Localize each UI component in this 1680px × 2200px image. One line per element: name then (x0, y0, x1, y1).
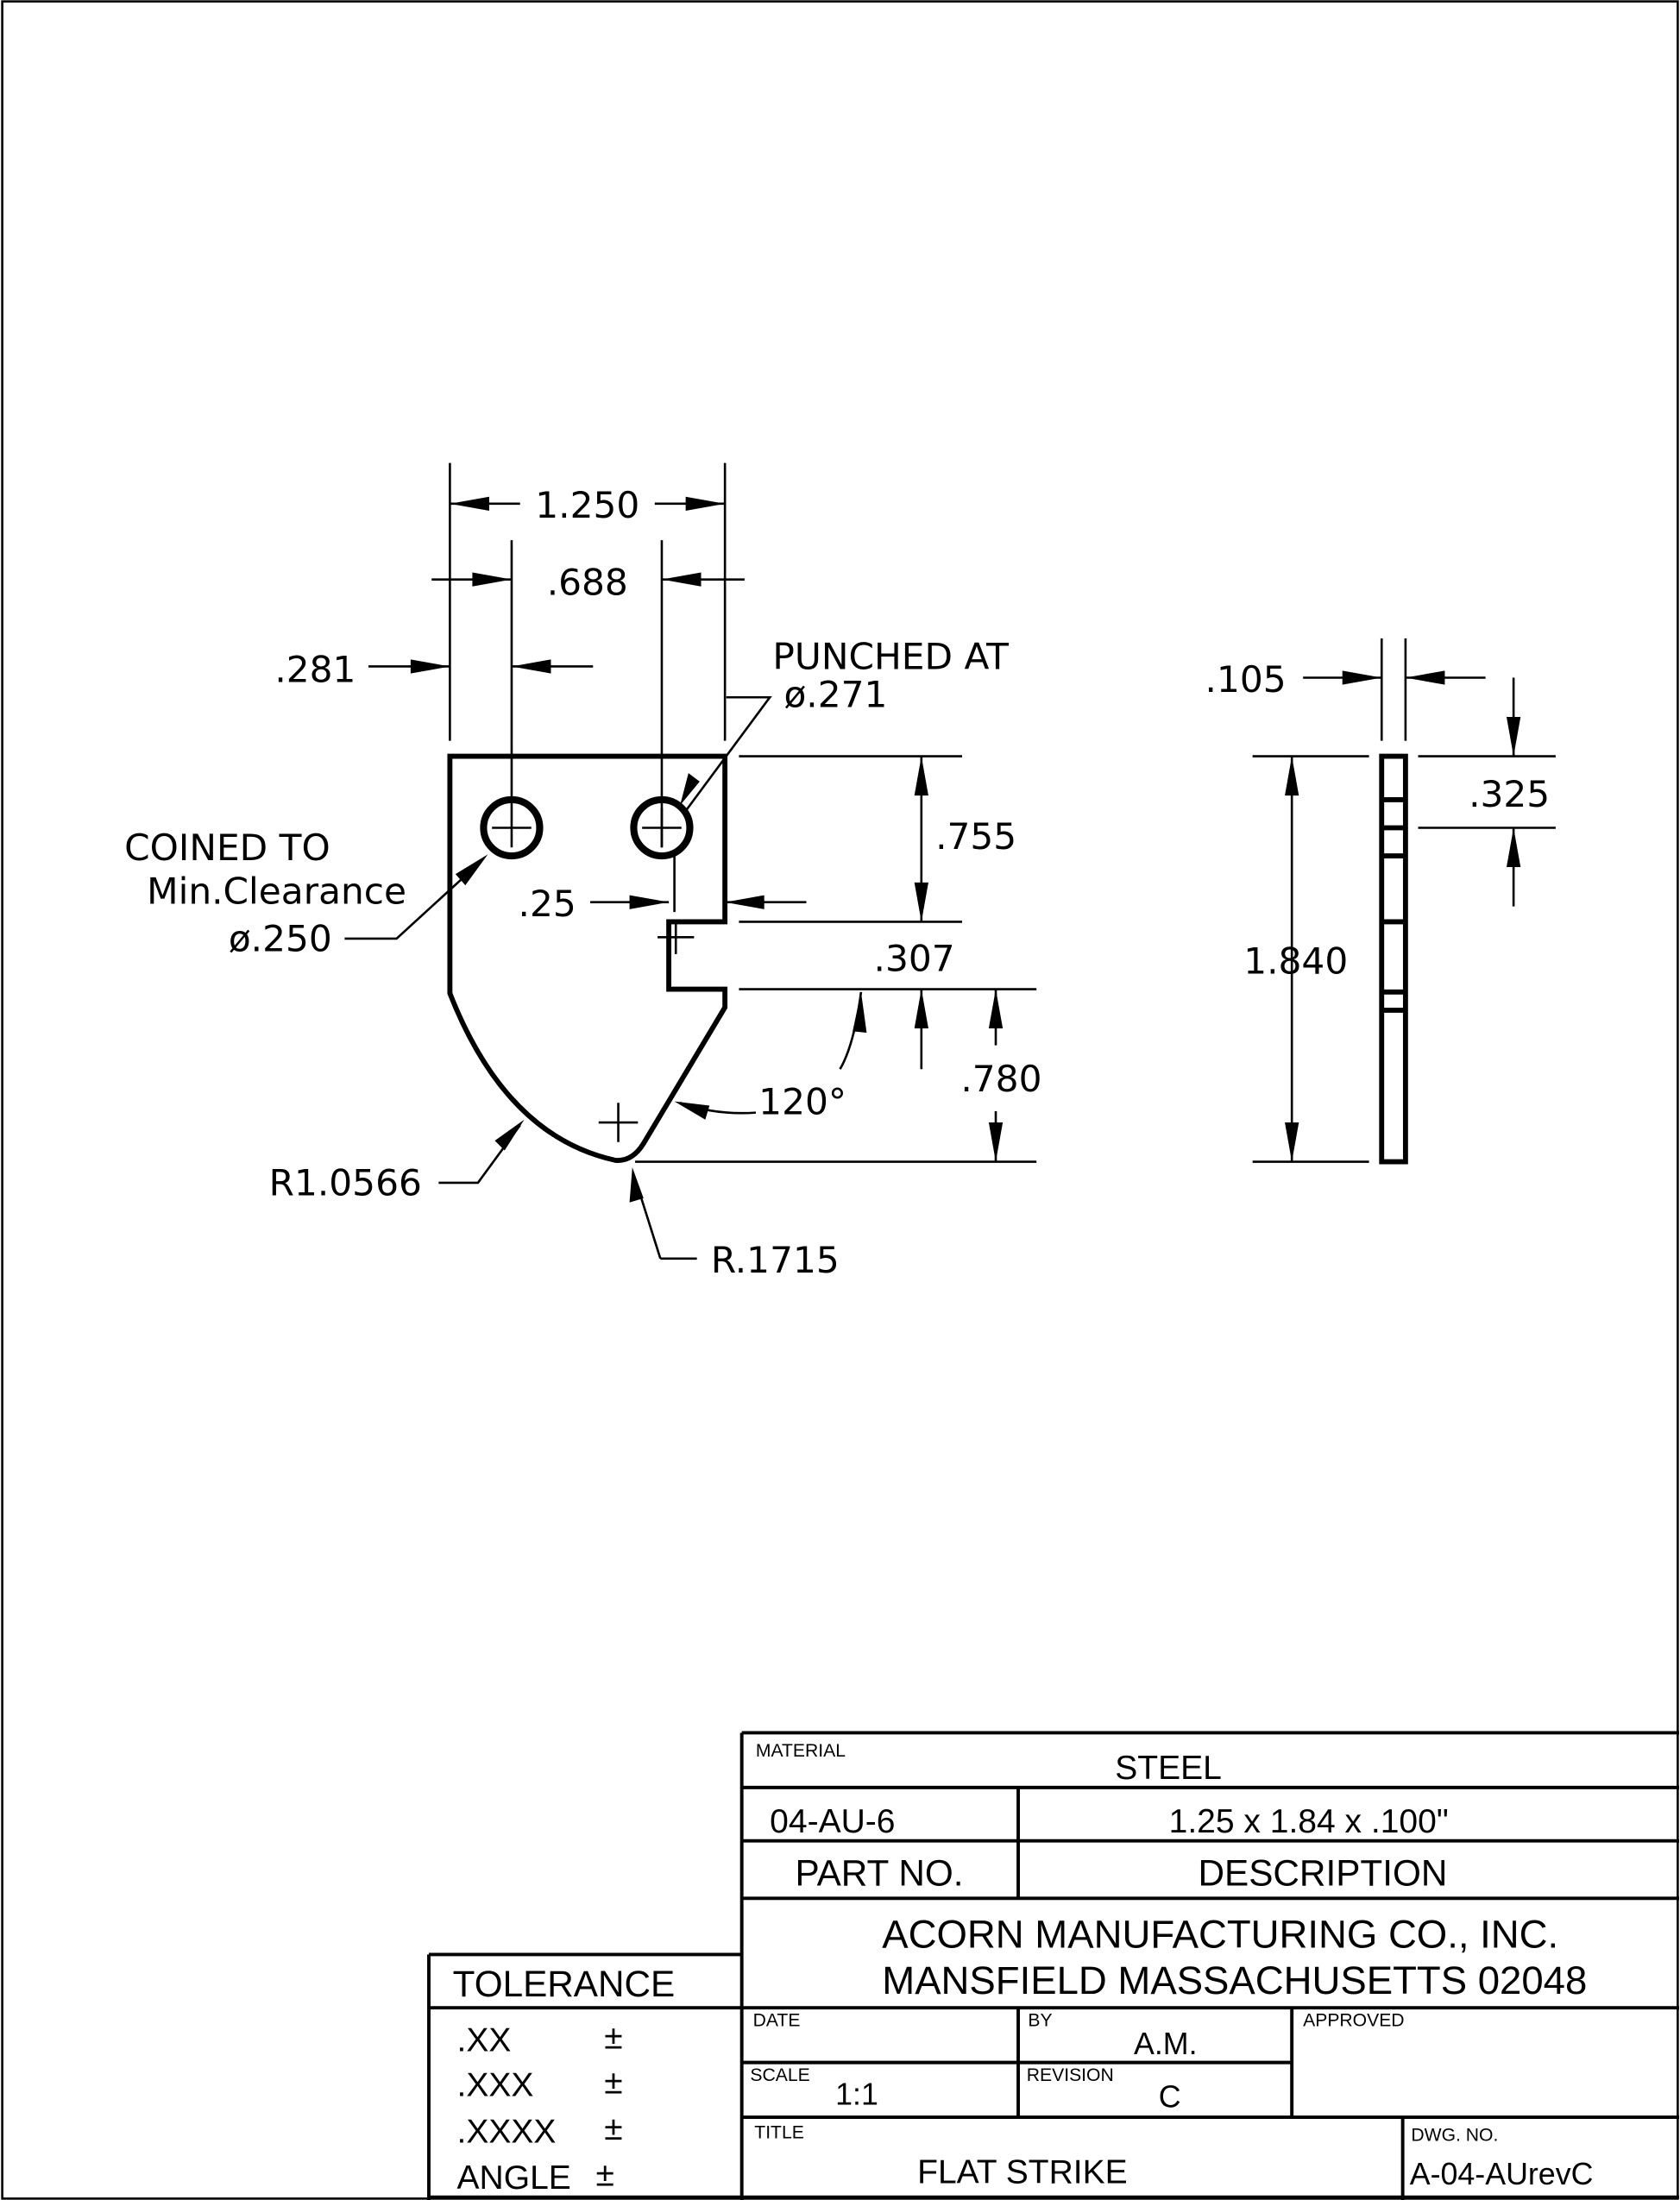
punched-dia: ø.271 (783, 674, 887, 716)
dim-bottom-height: .780 (960, 1058, 1041, 1100)
side-view: .105 .325 1.840 (1205, 638, 1556, 1165)
tolerance-label: .XXX (457, 2067, 534, 2104)
dim-hole-offset: .281 (274, 648, 356, 690)
extension-lines (449, 462, 1037, 1163)
dim-notch-offset: .25 (519, 883, 576, 925)
tolerance-sign: ± (604, 2064, 622, 2101)
dim-large-radius: R1.0566 (269, 1162, 422, 1204)
material-label: MATERIAL (756, 1741, 846, 1761)
tolerance-sign: ± (604, 2110, 622, 2147)
dim-side-spacing: .325 (1469, 773, 1550, 815)
coined-label-1: COINED TO (124, 827, 330, 869)
approved-label: APPROVED (1303, 2010, 1404, 2030)
part-no-value: 04-AU-6 (770, 1803, 895, 1840)
side-arrowheads (1285, 670, 1521, 1162)
title-value: FLAT STRIKE (917, 2153, 1128, 2191)
date-label: DATE (753, 2010, 801, 2030)
tolerance-label: .XX (457, 2022, 512, 2059)
revision-value: C (1159, 2080, 1181, 2115)
dwg-no-value: A-04-AUrevC (1410, 2157, 1594, 2191)
title-label: TITLE (754, 2122, 804, 2142)
dim-small-radius: R.1715 (711, 1239, 840, 1281)
title-block-grid (427, 1731, 1680, 2200)
dim-thickness: .105 (1205, 658, 1287, 701)
description-value: 1.25 x 1.84 x .100" (1169, 1803, 1449, 1840)
by-label: BY (1028, 2010, 1052, 2030)
front-view: 1.250 .688 .281 PUNCHED AT ø.271 COINED … (124, 462, 1041, 1281)
dim-overall-width: 1.250 (535, 484, 639, 526)
scale-value: 1:1 (835, 2077, 878, 2111)
coined-dia: ø.250 (229, 918, 332, 960)
dwg-no-label: DWG. NO. (1411, 2126, 1498, 2146)
material-value: STEEL (1115, 1750, 1222, 1787)
tolerance-sign: ± (604, 2019, 622, 2056)
dim-top-to-notch: .755 (935, 815, 1016, 858)
side-hole-lines (1381, 797, 1406, 1013)
side-outline (1379, 753, 1408, 1165)
tolerance-label: .XXXX (457, 2113, 557, 2150)
description-label: DESCRIPTION (1199, 1853, 1448, 1894)
scale-label: SCALE (750, 2065, 809, 2085)
punched-label: PUNCHED AT (772, 636, 1009, 678)
revision-label: REVISION (1027, 2065, 1114, 2085)
dim-hole-spacing: .688 (547, 562, 628, 604)
company-address: MANSFIELD MASSACHUSETTS 02048 (882, 1958, 1587, 2002)
arrowheads (410, 496, 1004, 1203)
dim-notch-height: .307 (874, 937, 955, 979)
by-value: A.M. (1134, 2027, 1198, 2061)
part-no-label: PART NO. (796, 1853, 964, 1894)
tolerance-label: ANGLE (457, 2159, 571, 2197)
company-name: ACORN MANUFACTURING CO., INC. (882, 1912, 1558, 1956)
title-block: MATERIAL STEEL 04-AU-6 1.25 x 1.84 x .10… (427, 1731, 1680, 2200)
tolerance-sign: ± (596, 2157, 614, 2194)
dim-overall-height: 1.840 (1243, 940, 1348, 983)
coined-label-2: Min.Clearance (147, 870, 406, 912)
part-outline (447, 753, 728, 1163)
dim-angle: 120° (758, 1080, 846, 1122)
tolerance-header: TOLERANCE (453, 1964, 676, 2004)
dimension-lines (344, 502, 997, 1260)
